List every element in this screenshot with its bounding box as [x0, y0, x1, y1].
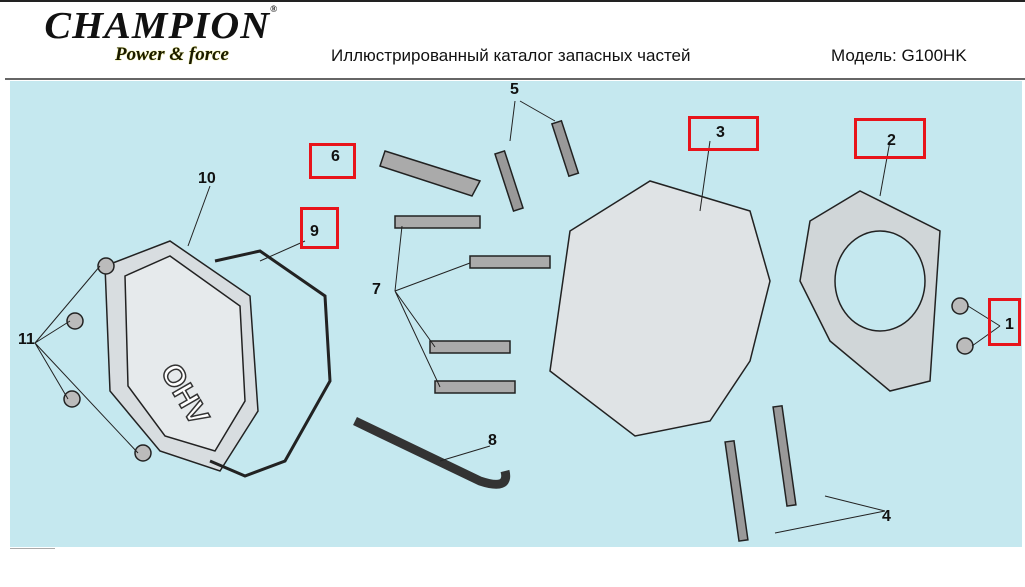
- cover-bolts: [63, 257, 152, 462]
- highlight-box-2: [854, 118, 926, 159]
- footer-line: [10, 548, 55, 549]
- callout-7[interactable]: 7: [372, 281, 381, 298]
- brand-name: CHAMPION: [44, 5, 271, 47]
- callout-9[interactable]: 9: [310, 223, 319, 240]
- head-bolts: [394, 215, 551, 394]
- callout-4[interactable]: 4: [882, 508, 891, 525]
- valve-cover-gasket: [209, 249, 332, 478]
- dowel-pins: [951, 297, 974, 355]
- callout-3[interactable]: 3: [716, 124, 725, 141]
- header-divider: [5, 78, 1025, 80]
- callout-2[interactable]: 2: [887, 132, 896, 149]
- parts-drawing: OHV: [34, 100, 1001, 542]
- callout-10[interactable]: 10: [198, 170, 216, 187]
- highlight-box-1: [988, 298, 1021, 346]
- studs-4: [724, 404, 797, 542]
- slogan: Power & force: [115, 44, 229, 65]
- highlight-box-6: [309, 143, 356, 179]
- cylinder-head: [549, 180, 771, 437]
- callout-5[interactable]: 5: [510, 81, 519, 98]
- callout-1[interactable]: 1: [1005, 316, 1014, 333]
- spark-plug: [379, 150, 482, 197]
- registered-mark: ®: [270, 4, 279, 14]
- valve-cover: OHV: [104, 240, 259, 472]
- highlight-box-9: [300, 207, 339, 249]
- champion-logo: CHAMPION® Power & force: [44, 4, 277, 65]
- highlight-box-3: [688, 116, 759, 151]
- breather-tube: [353, 416, 511, 489]
- exploded-parts-diagram: OHV 1 2 3 4 5 6 7 8 9 10 11: [10, 81, 1022, 547]
- callout-6[interactable]: 6: [331, 148, 340, 165]
- top-border: [0, 0, 1025, 2]
- studs-5: [494, 119, 580, 213]
- catalog-title: Иллюстрированный каталог запасных частей: [331, 46, 691, 65]
- model-label: Модель: G100HK: [831, 46, 967, 65]
- callout-11[interactable]: 11: [18, 331, 35, 348]
- callout-8[interactable]: 8: [488, 432, 497, 449]
